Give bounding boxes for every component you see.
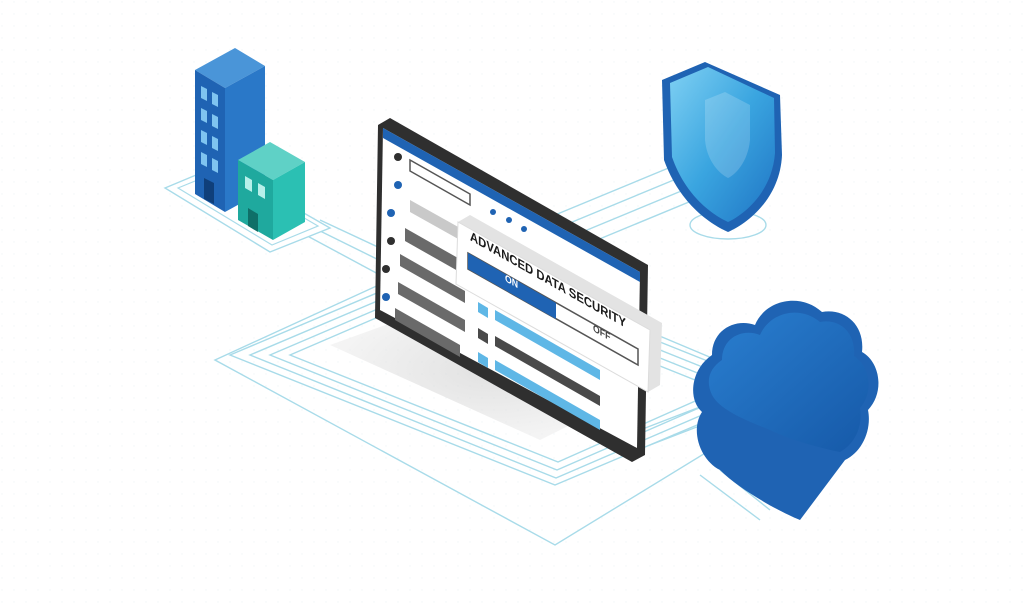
toggle-on-option[interactable] — [468, 253, 556, 319]
cloud-icon — [693, 300, 879, 520]
security-shield-icon — [662, 62, 782, 240]
content-rows — [478, 302, 600, 430]
office-building-icon — [195, 48, 305, 240]
list-rows — [395, 200, 465, 357]
security-toggle[interactable]: ON OFF — [467, 251, 639, 367]
sidebar-dots — [382, 153, 402, 301]
